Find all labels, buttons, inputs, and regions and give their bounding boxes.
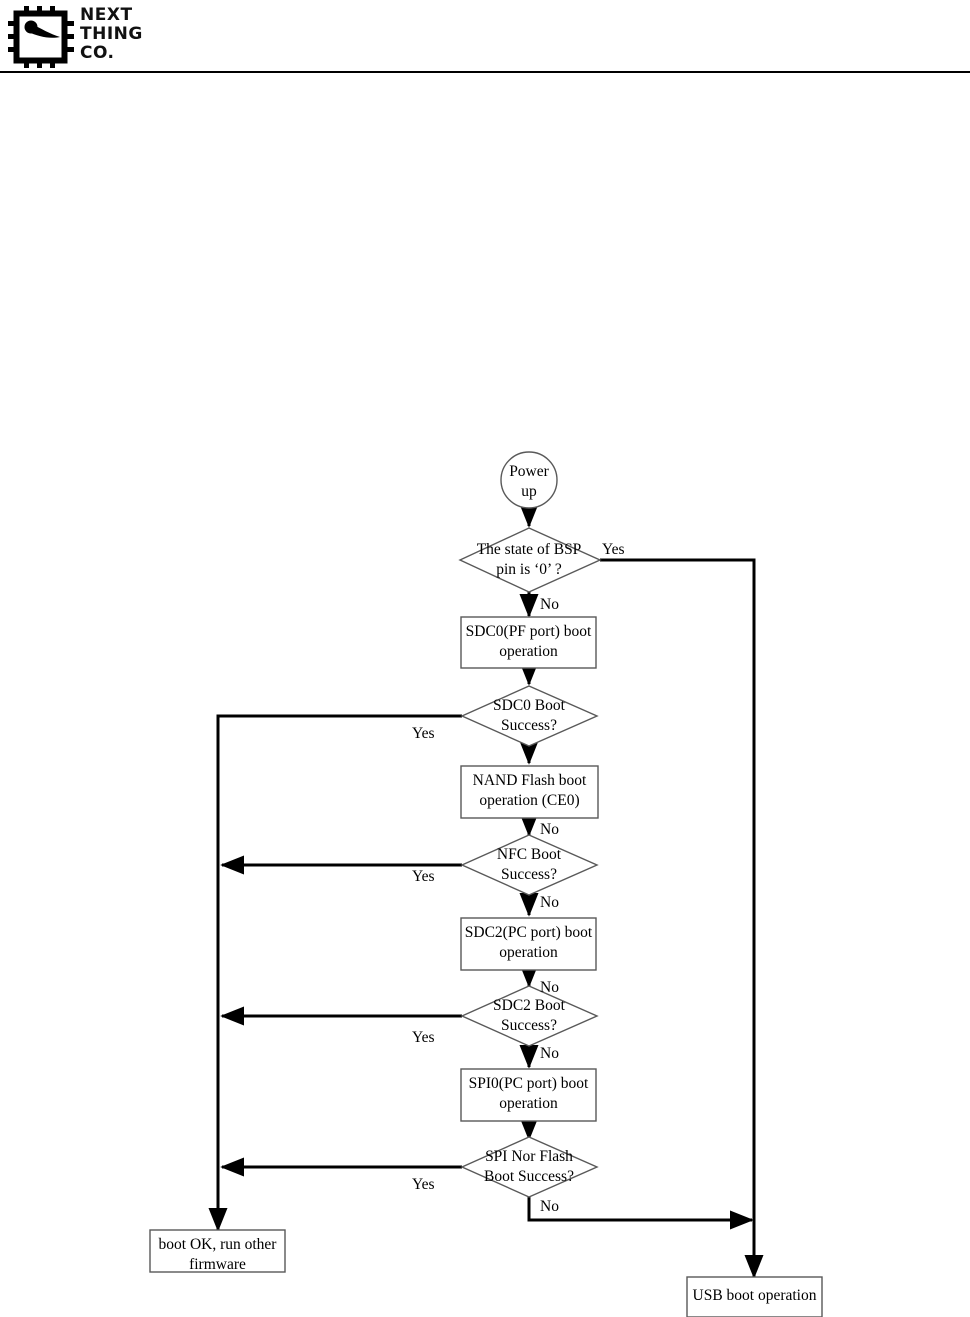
node-sdc0-success-shape <box>460 685 599 747</box>
chip-icon <box>8 6 74 68</box>
edge-label-spi-no: No <box>540 1198 559 1215</box>
node-usb-boot-shape <box>686 1276 823 1317</box>
edge-label-sdc2-yes: Yes <box>412 1029 435 1046</box>
node-boot-ok-shape <box>149 1229 286 1273</box>
brand-logo: NEXT THING CO. <box>8 4 208 68</box>
edge-label-nand-no: No <box>540 821 559 838</box>
node-power-up-shape <box>500 451 558 509</box>
edge-label-sdc2-in-no: No <box>540 979 559 996</box>
node-spi-nor-success-shape <box>460 1136 599 1198</box>
edge-label-nfc-no: No <box>540 894 559 911</box>
brand-line-3: CO. <box>80 43 115 63</box>
node-sdc2-boot-shape <box>460 917 597 971</box>
edge-label-bsp-no: No <box>540 596 559 613</box>
node-spi0-boot-shape <box>460 1068 597 1122</box>
node-nand-boot-shape <box>460 765 599 819</box>
node-nfc-success-shape <box>460 834 599 896</box>
edge-label-nfc-yes: Yes <box>412 868 435 885</box>
edge-label-sdc0-yes: Yes <box>412 725 435 742</box>
header-divider <box>0 71 970 73</box>
brand-line-2: THING <box>80 24 143 44</box>
brand-wordmark: NEXT THING CO. <box>80 6 200 63</box>
edge-label-bsp-yes: Yes <box>602 541 625 558</box>
node-sdc2-success-shape <box>460 985 599 1047</box>
edge-label-spi-yes: Yes <box>412 1176 435 1193</box>
page-header: NEXT THING CO. <box>0 0 970 74</box>
edge-label-sdc2-no: No <box>540 1045 559 1062</box>
node-sdc0-boot-shape <box>460 616 597 669</box>
node-bsp-pin-check-shape <box>458 527 602 593</box>
brand-line-1: NEXT <box>80 5 133 25</box>
